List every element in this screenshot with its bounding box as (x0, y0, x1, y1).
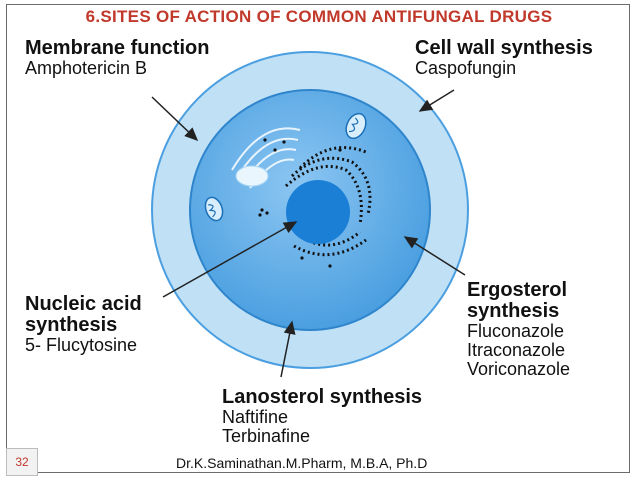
footer-author: Dr.K.Saminathan.M.Pharm, M.B.A, Ph.D (176, 455, 428, 471)
slide-title: 6.SITES OF ACTION OF COMMON ANTIFUNGAL D… (85, 7, 553, 26)
label-drug: Naftifine (222, 407, 289, 427)
arrow-lanosterol (280, 320, 296, 378)
label-heading: synthesis (25, 314, 118, 336)
label-drug: 5- Flucytosine (25, 335, 138, 355)
label-heading: Cell wall synthesis (415, 37, 593, 59)
label-heading: Membrane function (25, 37, 210, 59)
slide-border (6, 4, 630, 473)
label-lanosterol-synthesis: Lanosterol synthesis Naftifine Terbinafi… (222, 387, 422, 446)
label-cell-wall-synthesis: Cell wall synthesis Caspofungin (415, 38, 593, 78)
arrow-membrane (151, 96, 199, 142)
label-membrane-function: Membrane function Amphotericin B (25, 38, 209, 78)
arrow-cell-wall (418, 89, 455, 112)
arrow-nucleic-acid (162, 221, 298, 298)
mitochondrion (204, 196, 224, 222)
page-number: 32 (6, 448, 38, 476)
label-drug: Terbinafine (222, 425, 311, 446)
label-nucleic-acid-synthesis: Nucleic acid synthesis 5- Flucytosine (25, 294, 142, 355)
label-drug: Amphotericin B (25, 58, 148, 78)
label-drug: Caspofungin (415, 58, 517, 78)
label-heading: Ergosterol (467, 279, 568, 301)
label-drug: Itraconazole (467, 339, 566, 360)
label-heading: Lanosterol synthesis (222, 386, 423, 408)
arrow-ergosterol (403, 236, 466, 276)
vacuole (235, 165, 269, 187)
ribosomes (258, 138, 342, 268)
nucleus (286, 180, 350, 244)
label-drug: Voriconazole (467, 358, 571, 379)
mitochondrion (345, 112, 367, 140)
label-heading: Nucleic acid (25, 293, 142, 315)
label-heading: synthesis (467, 300, 560, 322)
label-drug: Fluconazole (467, 321, 565, 341)
label-ergosterol-synthesis: Ergosterol synthesis Fluconazole Itracon… (467, 280, 570, 379)
